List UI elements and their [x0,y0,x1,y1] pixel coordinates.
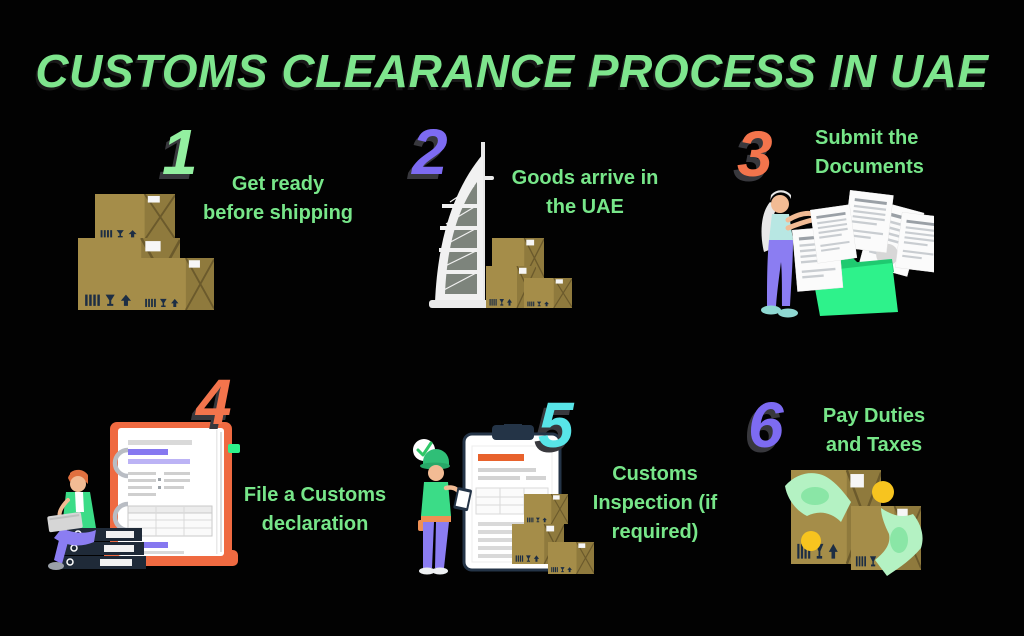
step-1-number: 1 [162,116,198,188]
banknote-icon [875,508,923,576]
boxes-with-money-icon [785,470,923,576]
coin-icon [801,531,821,551]
inspector-figure [418,449,472,575]
step-5-number: 5 [538,389,574,461]
seated-person-figure [47,469,96,570]
step-6-number: 6 [748,389,784,461]
burj-al-arab-with-boxes-icon [429,142,572,308]
step-2-number: 2 [412,116,448,188]
document-icon [895,212,934,273]
woman-figure [761,190,817,318]
inspection-clipboard-icon [413,424,594,575]
laptop-icon [47,512,83,533]
step-1-label: Get ready before shipping [203,173,353,224]
hand-clipboard-icon [453,487,472,512]
declaration-binder-icon [47,422,240,570]
burj-al-arab-icon [429,142,494,308]
arrived-boxes-icon [486,238,572,308]
woman-filing-documents-icon [761,190,934,318]
step-4-number: 4 [196,366,232,438]
document-icon [810,204,858,264]
step-5-label: Customs Inspection (if required) [592,463,718,543]
step-3-label: Submit the Documents [815,127,924,178]
step-6-label: Pay Duties and Taxes [822,405,926,456]
page-title: CUSTOMS CLEARANCE PROCESS IN UAE [35,45,989,97]
step-4-label: File a Customs declaration [243,484,387,535]
step-3-number: 3 [737,118,773,190]
step-2-label: Goods arrive in the UAE [511,167,659,218]
coin-icon [872,481,894,503]
banknote-icon [785,473,851,522]
